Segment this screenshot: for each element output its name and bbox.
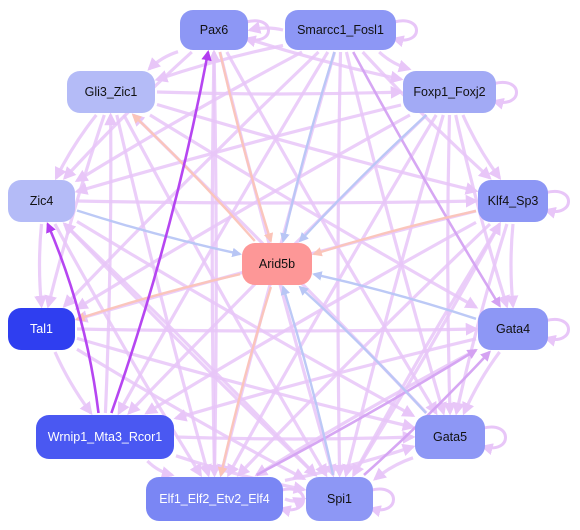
- edge-pax6-to-zic4: [62, 50, 193, 180]
- edge-gata5-to-spi1: [373, 456, 414, 481]
- self-loop-spi1: [368, 487, 395, 517]
- edge-smarcc1-to-pax6: [247, 21, 284, 34]
- edge-tal1-to-gata5: [76, 336, 416, 432]
- node-elf1-elf2-etv2-elf4[interactable]: Elf1_Elf2_Etv2_Elf4: [146, 477, 283, 521]
- edge-pax6-to-elf1: [207, 51, 221, 478]
- self-loop-foxp1: [491, 80, 518, 110]
- edge-gli3-to-gata4: [149, 113, 479, 309]
- node-arid5b[interactable]: Arid5b: [242, 243, 312, 285]
- edge-wrnip1-to-gata5: [175, 430, 416, 444]
- node-spi1[interactable]: Spi1: [306, 477, 373, 521]
- node-klf4-sp3[interactable]: Klf4_Sp3: [478, 180, 548, 222]
- edge-gli3-to-foxp1: [156, 85, 404, 99]
- self-loop-pax6: [243, 19, 270, 48]
- edge-spi1-to-arid5b: [280, 285, 335, 476]
- edge-gli3-to-zic4: [54, 114, 98, 181]
- edge-foxp1-to-zic4: [74, 103, 402, 195]
- self-loop-elf1: [278, 487, 305, 517]
- edge-arid5b-to-gli3: [131, 113, 256, 242]
- edge-wrnip1-to-spi1: [175, 454, 307, 494]
- edge-pax6-to-gata5: [225, 51, 438, 416]
- edge-gata4-to-gata5: [462, 351, 501, 416]
- edge-tal1-to-gata4: [76, 322, 479, 336]
- edge-arid5b-to-elf1: [217, 286, 273, 477]
- node-smarcc1-fosl1[interactable]: Smarcc1_Fosl1: [285, 10, 396, 50]
- edge-gata4-to-arid5b: [312, 271, 477, 320]
- edge-foxp1-to-elf1: [226, 114, 438, 478]
- edge-klf4-to-arid5b: [312, 209, 477, 257]
- edge-elf1-to-pax6: [207, 49, 221, 476]
- edge-elf1-to-gata5: [284, 443, 416, 482]
- edge-zic4-to-elf1: [53, 223, 202, 478]
- edge-smarcc1-to-tal1: [62, 50, 320, 308]
- edge-wrnip1-to-elf1: [146, 459, 175, 479]
- node-gata4[interactable]: Gata4: [478, 308, 548, 350]
- edge-zic4-to-arid5b: [76, 209, 242, 258]
- edge-smarcc1-to-spi1: [333, 51, 346, 478]
- node-pax6[interactable]: Pax6: [180, 10, 248, 50]
- edge-spi1-to-gata4: [363, 350, 491, 476]
- edge-smarcc1-to-wrnip1: [117, 51, 330, 416]
- node-tal1[interactable]: Tal1: [8, 308, 75, 350]
- edge-smarcc1-to-gli3: [154, 43, 284, 83]
- self-loop-gata5: [480, 425, 507, 455]
- edge-zic4-to-klf4: [76, 194, 479, 208]
- edge-klf4-to-wrnip1: [144, 220, 477, 415]
- edge-smarcc1-to-foxp1: [378, 50, 412, 73]
- node-gli3-zic1[interactable]: Gli3_Zic1: [67, 71, 155, 113]
- edge-klf4-to-spi1: [352, 223, 501, 478]
- self-loop-smarcc1: [391, 19, 418, 48]
- edge-gli3-to-spi1: [122, 114, 328, 478]
- edge-pax6-to-foxp1: [249, 37, 404, 84]
- edge-arid5b-to-tal1: [75, 273, 241, 322]
- edge-zic4-to-gata5: [76, 220, 416, 418]
- edge-foxp1-to-arid5b: [298, 114, 428, 243]
- edge-pax6-to-arid5b: [218, 51, 274, 243]
- edge-pax6-to-gli3: [147, 50, 179, 71]
- edge-gata4-to-elf1: [254, 348, 477, 477]
- node-zic4[interactable]: Zic4: [8, 180, 75, 222]
- node-foxp1-foxj2[interactable]: Foxp1_Foxj2: [403, 71, 496, 113]
- edge-smarcc1-to-gata4: [352, 51, 501, 308]
- edge-foxp1-to-klf4: [461, 114, 502, 181]
- edge-klf4-to-gata4: [505, 223, 519, 309]
- edge-smarcc1-to-arid5b: [280, 51, 336, 243]
- edge-zic4-to-spi1: [63, 222, 318, 477]
- edge-spi1-to-zic4: [62, 222, 317, 477]
- edge-zic4-to-tal1: [34, 223, 47, 309]
- edge-elf1-to-gata4: [255, 348, 478, 477]
- edge-tal1-to-wrnip1: [53, 351, 93, 416]
- edge-spi1-to-klf4: [352, 221, 502, 476]
- self-loop-gata4: [543, 317, 570, 347]
- edge-wrnip1-to-pax6: [110, 49, 212, 414]
- edge-wrnip1-to-zic4: [46, 222, 100, 414]
- edge-gata5-to-arid5b: [298, 285, 427, 414]
- edge-wrnip1-to-gli3: [103, 112, 118, 414]
- node-wrnip1-mta3-rcor1[interactable]: Wrnip1_Mta3_Rcor1: [36, 415, 174, 459]
- node-gata5[interactable]: Gata5: [415, 415, 485, 459]
- self-loop-klf4: [543, 189, 570, 219]
- edge-gli3-to-klf4: [156, 102, 479, 195]
- edge-elf1-to-spi1: [284, 497, 307, 509]
